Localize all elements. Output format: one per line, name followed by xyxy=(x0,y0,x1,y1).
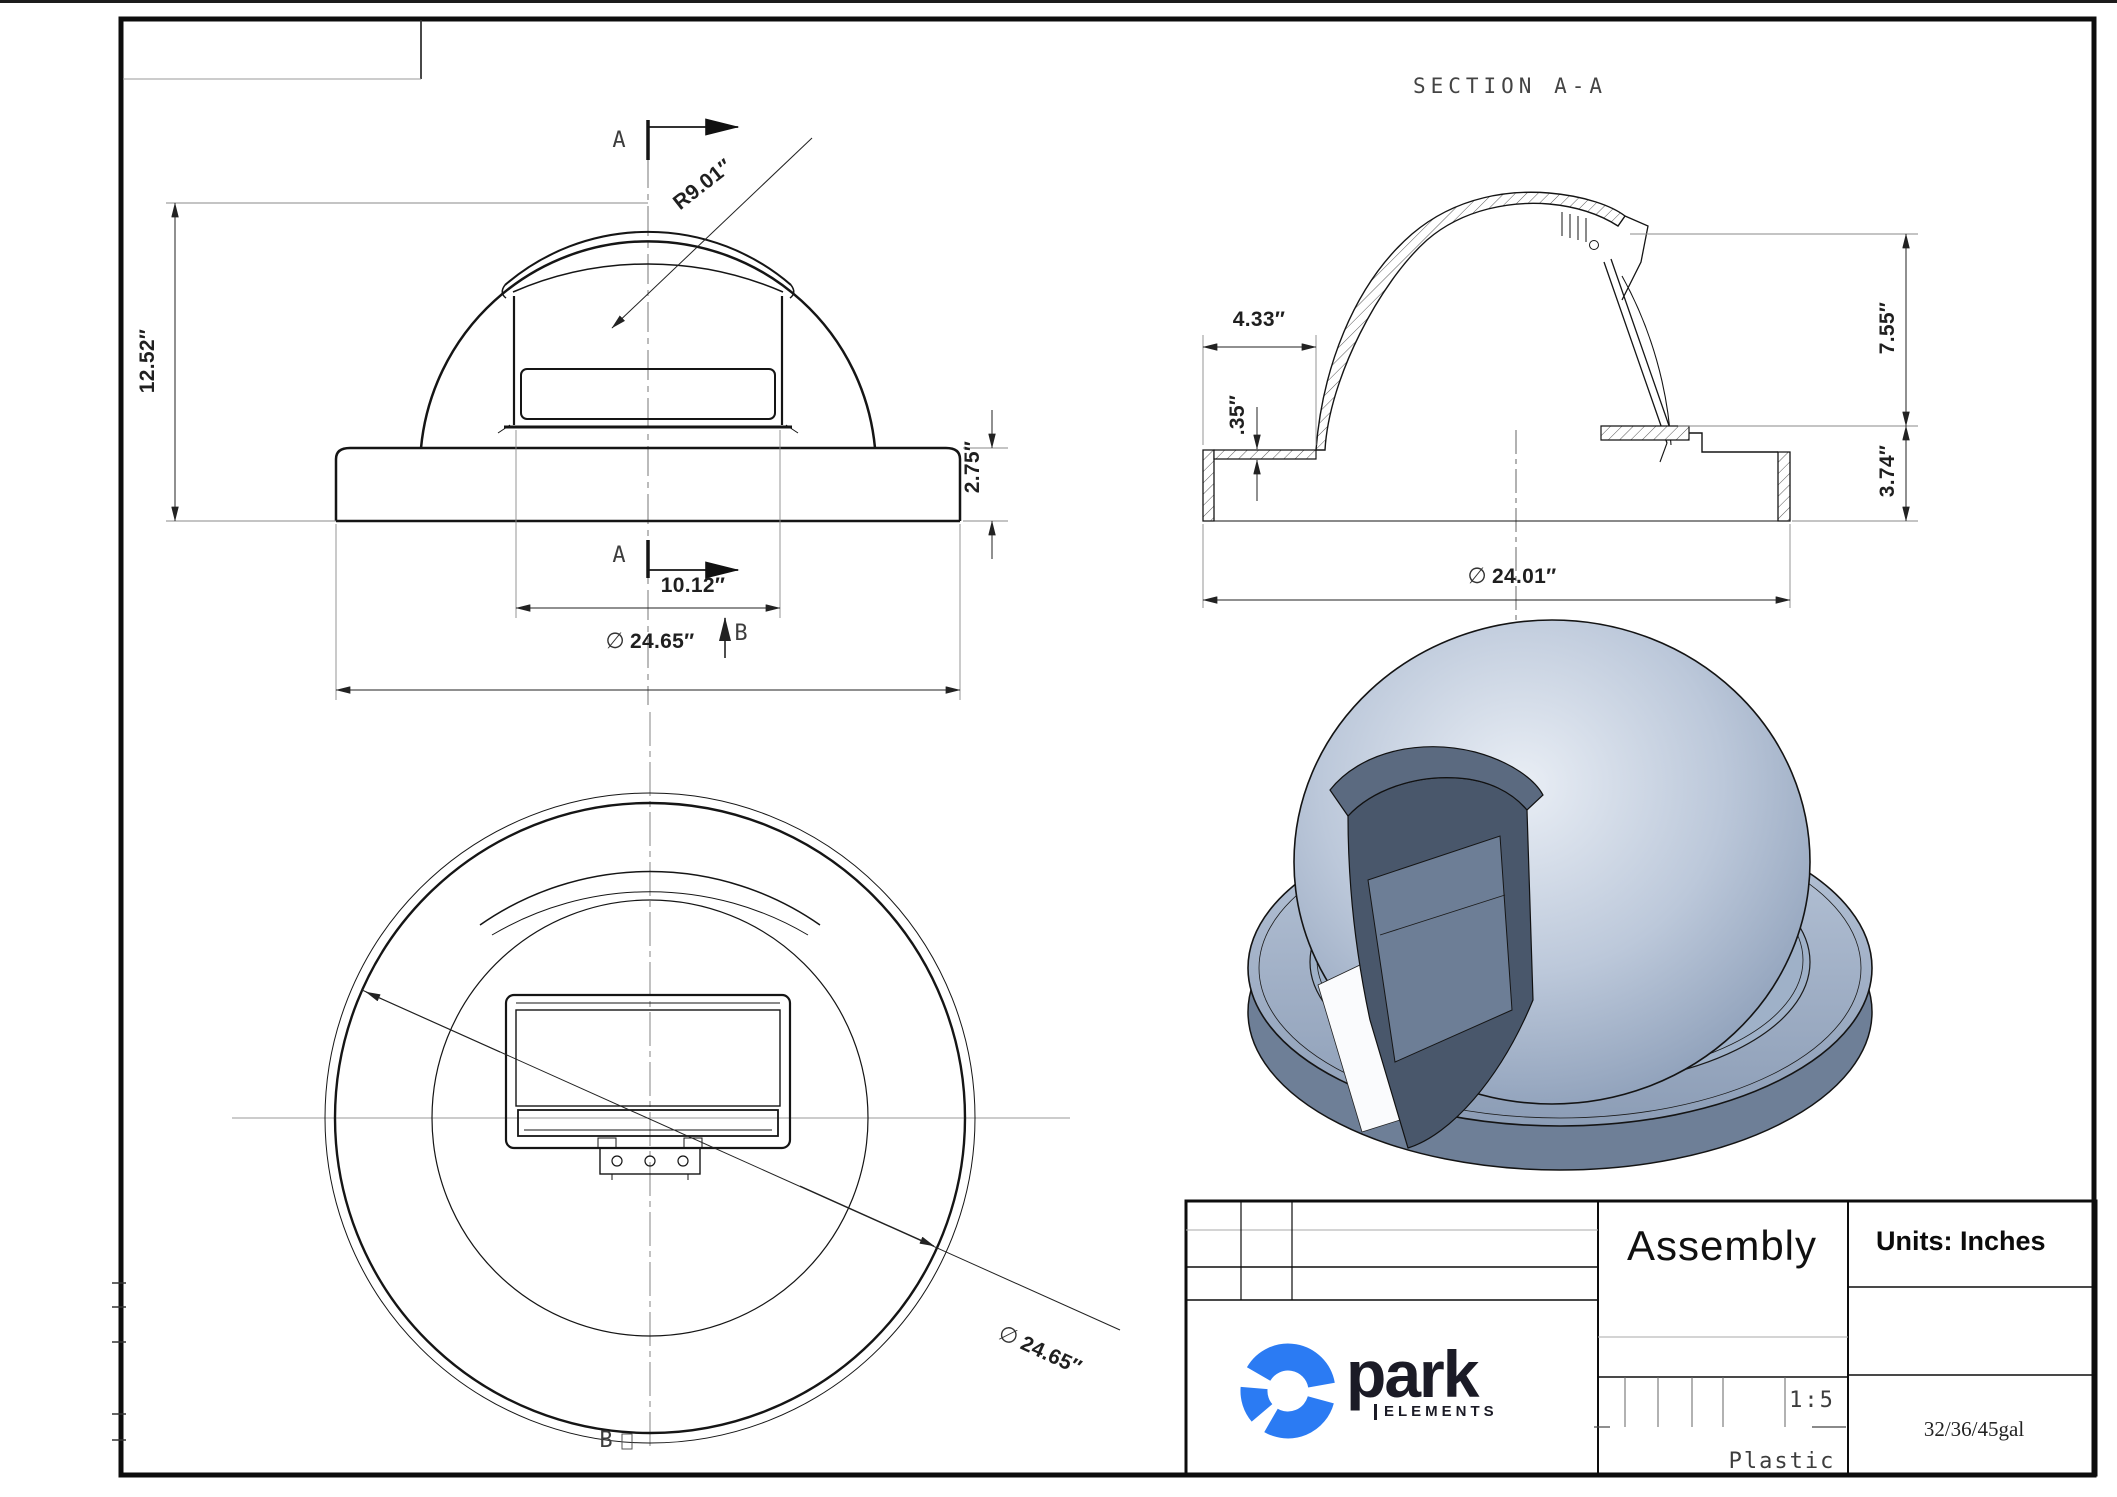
page-top-border xyxy=(0,0,2117,3)
units-label: Units: Inches xyxy=(1876,1226,2046,1256)
title-block-grid xyxy=(1184,1199,2098,1477)
detail-marker-b-front: B xyxy=(734,621,750,646)
diameter-symbol: ∅ xyxy=(1467,564,1488,589)
scale-bar-ticks xyxy=(1624,1377,1786,1427)
brand-tagline: ELEMENTS xyxy=(1374,1404,1498,1420)
render-3d xyxy=(1247,619,1873,1171)
part-title: Assembly xyxy=(1626,1222,1818,1269)
dim-base-height-section: 3.74″ xyxy=(1876,444,1899,498)
front-view xyxy=(166,118,1008,705)
diameter-symbol: ∅ xyxy=(605,629,626,654)
park-elements-logo-icon xyxy=(1240,1343,1335,1439)
scale-value: 1:5 xyxy=(1789,1388,1835,1413)
section-title: SECTION A-A xyxy=(1412,74,1608,98)
dim-dome-height: 7.55″ xyxy=(1876,301,1899,355)
material-value: Plastic xyxy=(1728,1449,1836,1474)
dim-total-height: 12.52″ xyxy=(136,328,159,394)
dim-hood-inset: 4.33″ xyxy=(1232,308,1286,331)
dim-opening-width: 10.12″ xyxy=(660,574,726,597)
diameter-value: 24.01″ xyxy=(1492,565,1557,588)
plan-view xyxy=(232,712,1121,1450)
dim-base-height-front: 2.75″ xyxy=(961,440,984,494)
dim-outer-diameter-front: ∅24.65″ xyxy=(565,629,735,654)
section-marker-a-bottom: A xyxy=(612,543,628,568)
section-marker-a-top: A xyxy=(612,128,628,153)
brand-name: park xyxy=(1346,1337,1479,1411)
dim-inner-diameter: ∅24.01″ xyxy=(1422,564,1602,589)
section-view xyxy=(1202,191,1918,640)
border-zone-ticks xyxy=(112,1282,126,1441)
page-frame xyxy=(112,16,2097,1478)
dim-flange-thickness: .35″ xyxy=(1226,394,1249,436)
detail-marker-b-plan: B xyxy=(599,1428,615,1453)
diameter-value: 24.65″ xyxy=(630,630,695,653)
capacity-value: 32/36/45gal xyxy=(1923,1417,2025,1441)
